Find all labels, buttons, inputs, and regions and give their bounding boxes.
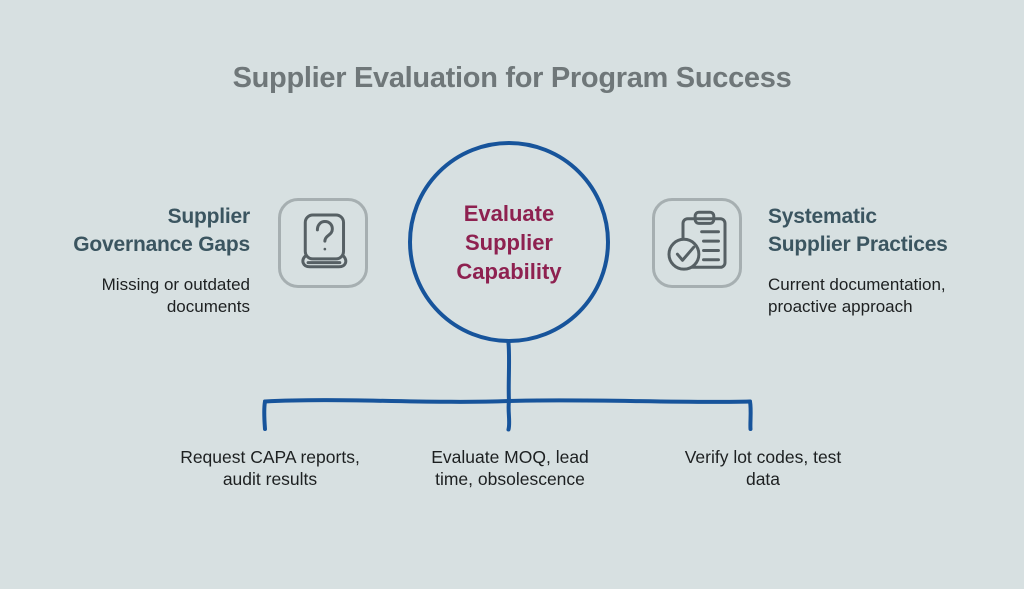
subtitle-line: proactive approach — [768, 297, 913, 316]
left-icon-card — [278, 198, 368, 288]
right-section-heading: Systematic Supplier Practices — [768, 203, 998, 259]
branch-line: Request CAPA reports, — [180, 447, 360, 467]
branch-bar-line — [263, 398, 752, 404]
branch-label-capa: Request CAPA reports, audit results — [160, 446, 380, 490]
center-node-line: Supplier — [464, 229, 553, 255]
branch-line: Evaluate MOQ, lead — [431, 447, 589, 467]
branch-line: audit results — [222, 469, 318, 489]
left-drop-line — [262, 399, 267, 431]
right-icon-card — [652, 198, 742, 288]
center-node-line: Evaluate — [463, 200, 555, 226]
page-title: Supplier Evaluation for Program Success — [232, 62, 792, 94]
right-section-subtitle: Current documentation, proactive approac… — [768, 274, 998, 318]
right-drop-line — [748, 399, 753, 431]
subtitle-line: Current documentation, — [768, 275, 946, 294]
center-node-line: Capability — [456, 258, 562, 284]
heading-line: Supplier Practices — [768, 233, 948, 256]
branch-label-moq: Evaluate MOQ, lead time, obsolescence — [400, 446, 620, 490]
subtitle-line: documents — [166, 297, 250, 316]
left-section-subtitle: Missing or outdated documents — [40, 274, 250, 318]
book-question-icon — [301, 213, 348, 269]
heading-line: Governance Gaps — [73, 233, 250, 256]
heading-line: Supplier — [167, 205, 251, 228]
center-drop-line — [506, 399, 512, 432]
branch-line: Verify lot codes, test — [684, 447, 842, 467]
center-node-label: Evaluate Supplier Capability — [456, 199, 561, 286]
clipboard-check-icon — [667, 210, 727, 271]
subtitle-line: Missing or outdated — [101, 275, 250, 294]
center-node: Evaluate Supplier Capability — [408, 141, 610, 343]
heading-line: Systematic — [768, 205, 877, 228]
left-section-heading: Supplier Governance Gaps — [40, 203, 250, 259]
branch-line: data — [745, 469, 781, 489]
stem-line — [506, 341, 512, 403]
branch-label-lot-codes: Verify lot codes, test data — [653, 446, 873, 490]
branch-line: time, obsolescence — [435, 469, 585, 489]
